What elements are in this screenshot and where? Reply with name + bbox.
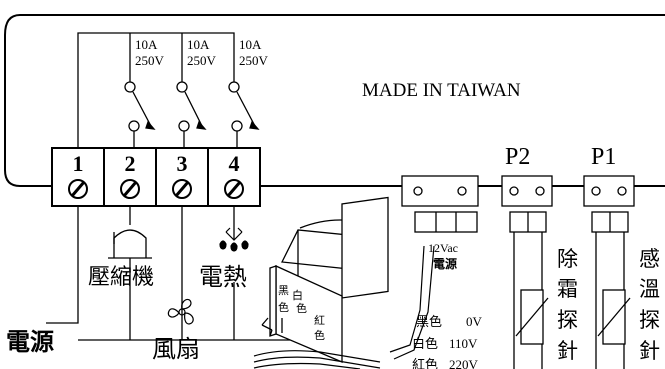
terminal-4-number: 4 xyxy=(229,151,240,176)
p1-label: P1 xyxy=(591,144,616,170)
compressor-label: 壓縮機 xyxy=(88,265,154,290)
sensing-probe-char-1: 感 xyxy=(639,247,660,271)
fan-icon xyxy=(167,298,194,325)
probe-leads xyxy=(513,232,631,369)
transformer-wire-red: 紅 xyxy=(314,314,325,327)
relay-3-voltage: 250V xyxy=(239,53,269,68)
supply-power-label: 電源 xyxy=(433,256,457,271)
relay-1-current: 10A xyxy=(135,37,158,52)
terminal-2-number: 2 xyxy=(125,151,136,176)
transformer-wire-red-2: 色 xyxy=(314,328,325,342)
relay-switch-3 xyxy=(228,81,260,148)
defrost-probe-char-4: 針 xyxy=(557,339,578,363)
load-wiring xyxy=(46,206,290,341)
tap-0-color: 黑色 xyxy=(416,314,442,330)
sensing-probe-char-3: 探 xyxy=(639,308,660,332)
relay-1-voltage: 250V xyxy=(135,53,165,68)
sensing-probe-char-4: 針 xyxy=(639,339,660,363)
tap-1-voltage: 110V xyxy=(449,336,478,351)
tap-2-color: 紅色 xyxy=(412,357,438,369)
terminal-block xyxy=(51,147,261,207)
transformer-leads xyxy=(253,245,435,369)
transformer-wire-black: 黑 xyxy=(278,284,289,297)
relay-2-voltage: 250V xyxy=(187,53,217,68)
defrost-probe-char-2: 霜 xyxy=(557,277,578,301)
controller-housing xyxy=(4,14,665,187)
relay-switch-1 xyxy=(124,81,156,148)
sensing-probe-char-2: 溫 xyxy=(639,277,660,301)
p2-label: P2 xyxy=(505,144,530,170)
terminal-1-number: 1 xyxy=(73,151,84,176)
screw-icon xyxy=(68,179,244,199)
heater-drops-icon xyxy=(219,227,249,252)
transformer-wire-white-2: 色 xyxy=(296,301,307,315)
relay-3-current: 10A xyxy=(239,37,262,52)
terminal-3-number: 3 xyxy=(177,151,188,176)
tap-2-voltage: 220V xyxy=(449,357,479,369)
relay-switch-2 xyxy=(176,81,207,148)
defrost-probe-char-3: 探 xyxy=(557,308,578,332)
transformer-wire-white: 白 xyxy=(292,288,303,302)
p1-port xyxy=(583,175,635,233)
power-connector-block xyxy=(401,175,479,233)
relay-common-bus xyxy=(77,32,235,148)
tap-0-voltage: 0V xyxy=(466,314,483,329)
heater-label: 電熱 xyxy=(199,263,247,291)
transformer-wire-black-2: 色 xyxy=(278,300,289,314)
defrost-probe-char-1: 除 xyxy=(557,247,578,271)
fan-label: 風扇 xyxy=(152,335,200,363)
supply-voltage-label: 12Vac xyxy=(428,241,458,255)
relay-2-current: 10A xyxy=(187,37,210,52)
p2-port xyxy=(501,175,553,233)
transformer-icon xyxy=(261,196,389,363)
tap-1-color: 白色 xyxy=(412,336,438,352)
compressor-icon xyxy=(108,229,152,259)
made-in-label: MADE IN TAIWAN xyxy=(362,80,521,101)
power-label: 電源 xyxy=(6,328,54,356)
